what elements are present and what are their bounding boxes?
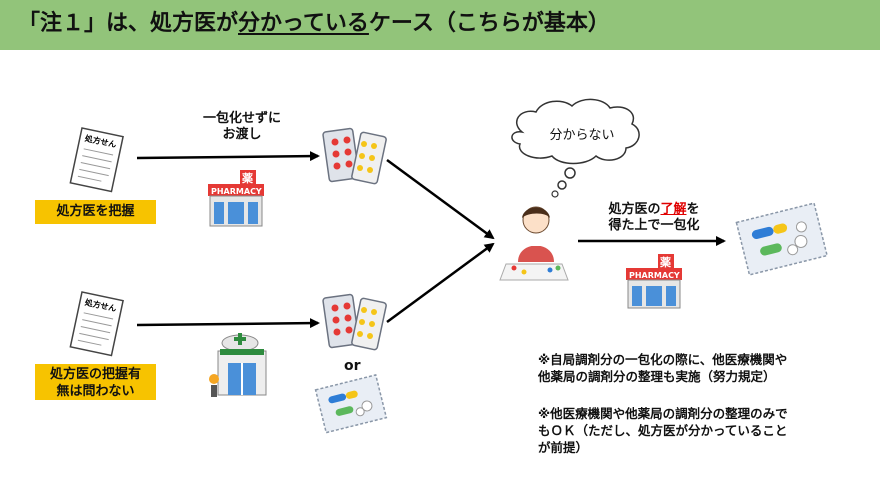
- header-bar: [0, 0, 880, 50]
- label-prescriber-known: 処方医を把握: [35, 200, 156, 224]
- pharmacist-icon: [499, 206, 569, 281]
- note-2: ※他医療機関や他薬局の調剤分の整理のみで もＯＫ（ただし、処方医が分かっているこ…: [538, 405, 873, 456]
- label-prescriber-any-line2: 無は問わない: [56, 384, 135, 399]
- arrow-bottom: [136, 318, 320, 329]
- top-arrow-line2: お渡し: [222, 127, 262, 142]
- note-2-line3: が前提）: [538, 440, 589, 455]
- top-arrow-line1: 一包化せずに: [202, 111, 281, 126]
- label-prescriber-any-line1: 処方医の把握有: [49, 367, 141, 382]
- pill-blister-icon-top: [322, 127, 387, 185]
- hospital-icon: [209, 333, 267, 397]
- thought-bubble-text: 分からない: [549, 128, 615, 143]
- title-post: ケース（こちらが基本）: [368, 11, 610, 36]
- pharmacy-icon-right: 薬 PHARMACY: [626, 254, 682, 309]
- title-pre: 「注１」は、処方医が: [18, 11, 239, 36]
- arrow-converge-bottom: [386, 242, 495, 324]
- top-arrow-caption: 一包化せずに お渡し: [190, 111, 294, 143]
- right-arrow-caption: 処方医の了解を 得た上で一包化: [590, 202, 718, 234]
- pharmacy-kanji-top: 薬: [242, 171, 254, 185]
- note-2-line1: ※他医療機関や他薬局の調剤分の整理のみで: [538, 406, 788, 421]
- pharmacy-sign-top: PHARMACY: [211, 187, 262, 196]
- title-underlined: 分かっている: [238, 11, 369, 36]
- prescription-icon-top: 処方せん: [69, 127, 124, 193]
- unit-dose-pack-icon-bottom: [314, 374, 388, 434]
- pharmacy-kanji-right: 薬: [660, 255, 672, 269]
- right-caption-highlight: 了解: [660, 202, 687, 217]
- note-2-line2: もＯＫ（ただし、処方医が分かっていること: [538, 423, 788, 438]
- thought-bubble: [511, 98, 640, 198]
- note-1-line2: 他薬局の調剤分の整理も実施（努力規定）: [538, 369, 776, 384]
- right-caption-pre: 処方医の: [608, 202, 661, 217]
- note-1-line1: ※自局調剤分の一包化の際に、他医療機関や: [538, 352, 788, 367]
- pill-blister-icon-bottom: [322, 293, 387, 351]
- right-caption-line2: 得た上で一包化: [608, 218, 700, 233]
- pharmacy-icon-top: 薬 PHARMACY: [208, 170, 264, 227]
- page-title: 「注１」は、処方医が分かっているケース（こちらが基本）: [18, 6, 610, 42]
- or-text: or: [344, 358, 361, 374]
- right-caption-line1: 処方医の了解を: [590, 202, 718, 218]
- label-prescriber-any: 処方医の把握有 無は問わない: [35, 364, 156, 400]
- right-caption-post: を: [686, 202, 700, 217]
- prescription-icon-bottom: 処方せん: [69, 291, 124, 357]
- unit-dose-pack-icon-right: [735, 202, 829, 276]
- arrow-top: [136, 151, 320, 162]
- note-1: ※自局調剤分の一包化の際に、他医療機関や 他薬局の調剤分の整理も実施（努力規定）: [538, 351, 873, 385]
- arrow-converge-top: [386, 158, 495, 240]
- pharmacy-sign-right: PHARMACY: [629, 271, 680, 280]
